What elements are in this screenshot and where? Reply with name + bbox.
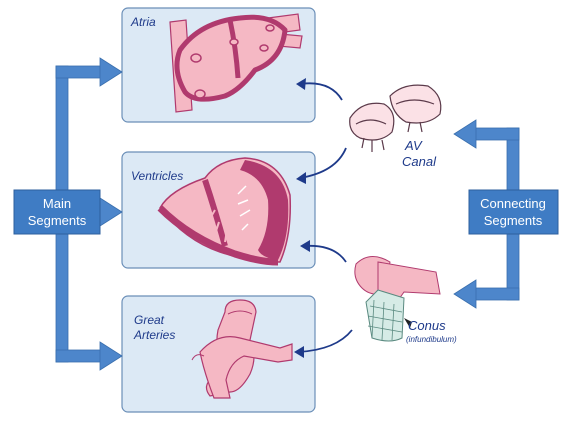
- ventricles-illustration: [157, 157, 292, 266]
- main-segments-label-box: [13, 189, 101, 235]
- great-arteries-illustration: [191, 299, 293, 399]
- av-canal-illustration: [349, 84, 442, 152]
- av-canal-line2: Canal: [402, 154, 437, 169]
- great-arteries-title-line2: Arteries: [133, 328, 175, 342]
- atria-illustration: [169, 13, 303, 113]
- connecting-segments-label-box: [468, 189, 559, 235]
- ventricles-title: Ventricles: [131, 169, 183, 183]
- av-canal-line1: AV: [404, 138, 423, 153]
- connecting-segments-line2: Segments: [484, 213, 543, 228]
- main-segments-line1: Main: [43, 196, 71, 211]
- conus-label: Conus: [408, 318, 446, 333]
- conus-sublabel: (infundibulum): [406, 335, 457, 344]
- conus-illustration: [354, 256, 441, 342]
- atria-title: Atria: [130, 15, 156, 29]
- main-segments-line2: Segments: [28, 213, 87, 228]
- connecting-segments-line1: Connecting: [480, 196, 546, 211]
- curved-connector-heads: [294, 78, 310, 358]
- great-arteries-title-line1: Great: [134, 313, 165, 327]
